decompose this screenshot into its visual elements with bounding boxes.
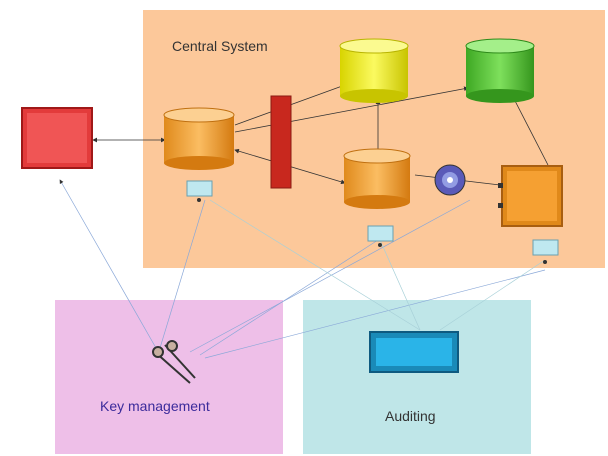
green-database bbox=[465, 38, 535, 103]
disc-icon bbox=[434, 164, 466, 196]
application-node bbox=[498, 165, 563, 227]
key-icon bbox=[152, 340, 196, 384]
key-distribution-lines bbox=[59, 179, 546, 359]
firewall-bar bbox=[270, 95, 292, 189]
auditing-region bbox=[303, 300, 531, 454]
orange-database-left bbox=[163, 107, 235, 170]
auditing-label: Auditing bbox=[385, 408, 436, 424]
yellow-database bbox=[339, 38, 409, 103]
key-management-label: Key management bbox=[100, 398, 210, 414]
audit-lines bbox=[209, 199, 546, 331]
user-node bbox=[21, 107, 93, 169]
key-tag-center bbox=[367, 225, 394, 247]
audit-server-node bbox=[369, 331, 459, 373]
key-tag-left bbox=[186, 180, 213, 202]
key-tag-right bbox=[532, 239, 559, 264]
central-system-title: Central System bbox=[172, 38, 268, 54]
orange-database-center bbox=[343, 148, 411, 209]
